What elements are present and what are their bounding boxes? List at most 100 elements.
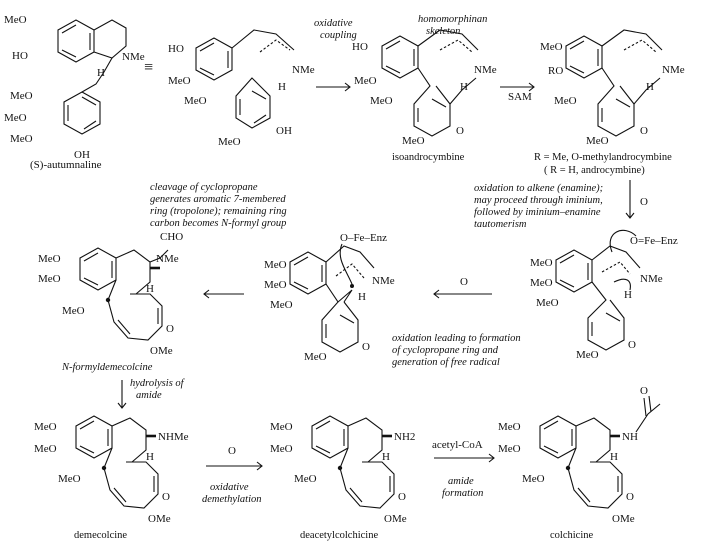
annotation-homomorphinan: homomorphinan [418,14,487,25]
methoxy-label: MeO [62,305,85,317]
nme-label: NMe [662,64,685,76]
hydrogen-label: H [278,81,286,93]
methoxy-label: MeO [540,41,563,53]
methoxy-label: MeO [354,75,377,87]
autumnaline-structure: MeO HO N Me H MeO MeO MeO OH (S)-autumna… [4,14,145,171]
methoxy-label: MeO [270,299,293,311]
formyldemecolcine-structure: MeO MeO MeO CHO NMe H O OMe N-formyldeme… [38,231,183,373]
reagent-acetyl-coa: acetyl-CoA [432,439,483,451]
methoxy-label: MeO [530,257,553,269]
methoxy-label: MeO [522,473,545,485]
reagent-sam: SAM [508,91,532,103]
hydroxyl-label: OH [74,149,90,161]
ro-label: RO [548,65,563,77]
hydrogen-label: H [610,451,618,463]
methoxy-label: MeO [530,277,553,289]
methoxy-label: MeO [554,95,577,107]
compound-name-androcymbine: ( R = H, androcymbine) [544,165,645,176]
annotation-cleavage: ring (tropolone); remaining ring [150,206,287,217]
nme-label: NMe [156,253,179,265]
methoxy-label: MeO [184,95,207,107]
methoxy-label: MeO [34,443,57,455]
compound-name-isoandrocymbine: isoandrocymbine [392,152,465,163]
hydroxyl-label: OH [276,125,292,137]
colchicine-structure: MeO MeO MeO O NH H O OMe colchicine [498,385,661,541]
methoxy-label: MeO [10,133,33,145]
annotation-oxidation-alkene: may proceed through iminium, [474,195,603,206]
methoxy-label: MeO [4,112,27,124]
hydroxyl-label: HO [12,50,28,62]
deacetylcolchicine-structure: MeO MeO MeO NH2 H O OMe deacetylcolchici… [270,415,415,541]
annotation-homomorphinan: skeleton [426,26,460,37]
ketone-o-label: O [162,491,170,503]
annotation-cleavage: generates aromatic 7-membered [150,194,286,205]
methoxy-label: MeO [58,473,81,485]
methoxy-label: OMe [384,513,407,525]
nitrogen-label: N [122,51,130,63]
methoxy-label: MeO [10,90,33,102]
reagent-oxidant: O [460,276,468,288]
annotation-oxidation-alkene: tautomerism [474,219,527,230]
compound-name-methylandrocymbine: R = Me, O-methylandrocymbine [534,152,672,163]
nme-label: NMe [372,275,395,287]
methoxy-label: OMe [150,345,173,357]
annotation-oxidative-demethylation: oxidative [210,482,249,493]
enamine-intermediate-structure: O=Fe–Enz MeO MeO MeO NMe H MeO O [530,229,678,361]
nme-label: NMe [292,64,315,76]
methoxy-label: MeO [38,273,61,285]
nh2-label: NH2 [394,431,415,443]
annotation-oxidation-alkene: followed by iminium–enamine [474,207,601,218]
methyl-label: Me [130,51,145,63]
annotation-hydrolysis: amide [136,390,162,401]
methoxy-label: MeO [294,473,317,485]
hydrogen-label: H [146,451,154,463]
annotation-oxidative-coupling: coupling [320,30,357,41]
methoxy-label: MeO [536,297,559,309]
methoxy-label: MeO [586,135,609,147]
annotation-cleavage: carbon becomes N-formyl group [150,218,286,229]
annotation-cyclopropane-formation: generation of free radical [392,357,500,368]
compound-name-demecolcine: demecolcine [74,530,127,541]
ketone-o-label: O [362,341,370,353]
annotation-cleavage: cleavage of cyclopropane [150,182,258,193]
compound-name-deacetylcolchicine: deacetylcolchicine [300,530,378,541]
equivalence-symbol: ≡ [144,59,153,76]
methoxy-label: MeO [264,279,287,291]
methoxy-label: MeO [264,259,287,271]
compound-name-formyldemecolcine: N-formyldemecolcine [61,362,153,373]
demecolcine-structure: MeO MeO MeO NHMe H O OMe demecolcine [34,415,189,541]
ketone-o-label: O [640,125,648,137]
methoxy-label: MeO [498,443,521,455]
methylandrocymbine-structure: MeO RO MeO NMe H MeO O R = Me, O-methyla… [534,29,685,176]
nme-label: NMe [474,64,497,76]
annotation-oxidation-alkene: oxidation to alkene (enamine); [474,183,603,194]
annotation-hydrolysis: hydrolysis of [130,378,186,389]
ketone-o-label: O [456,125,464,137]
methoxy-label: OMe [148,513,171,525]
ketone-o-label: O [626,491,634,503]
methoxy-label: MeO [576,349,599,361]
carbonyl-o-label: O [640,385,648,397]
annotation-cyclopropane-formation: of cyclopropane ring and [392,345,499,356]
annotation-amide-formation: formation [442,488,483,499]
compound-name-autumnaline: (S)-autumnaline [30,159,102,171]
reagent-ferryl: O=Fe–Enz [630,235,678,247]
hydrogen-label: H [646,81,654,93]
ketone-o-label: O [398,491,406,503]
methoxy-label: OMe [612,513,635,525]
arrow-cyclopropane-formation: O oxidation leading to formation of cycl… [392,276,521,368]
hydrogen-label: H [460,81,468,93]
hydrogen-label: H [624,289,632,301]
ketone-o-label: O [166,323,174,335]
methoxy-label: MeO [4,14,27,26]
methoxy-label: MeO [304,351,327,363]
annotation-oxidative-demethylation: demethylation [202,494,261,505]
arrow-sam: SAM [500,82,535,103]
arrow-oxidation-alkene: O oxidation to alkene (enamine); may pro… [474,180,648,230]
methoxy-label: MeO [270,421,293,433]
methoxy-label: MeO [218,136,241,148]
methoxy-label: MeO [270,443,293,455]
nhme-label: NHMe [158,431,189,443]
cyclopropane-intermediate-structure: O–Fe–Enz MeO MeO MeO NMe H MeO O [264,232,395,363]
